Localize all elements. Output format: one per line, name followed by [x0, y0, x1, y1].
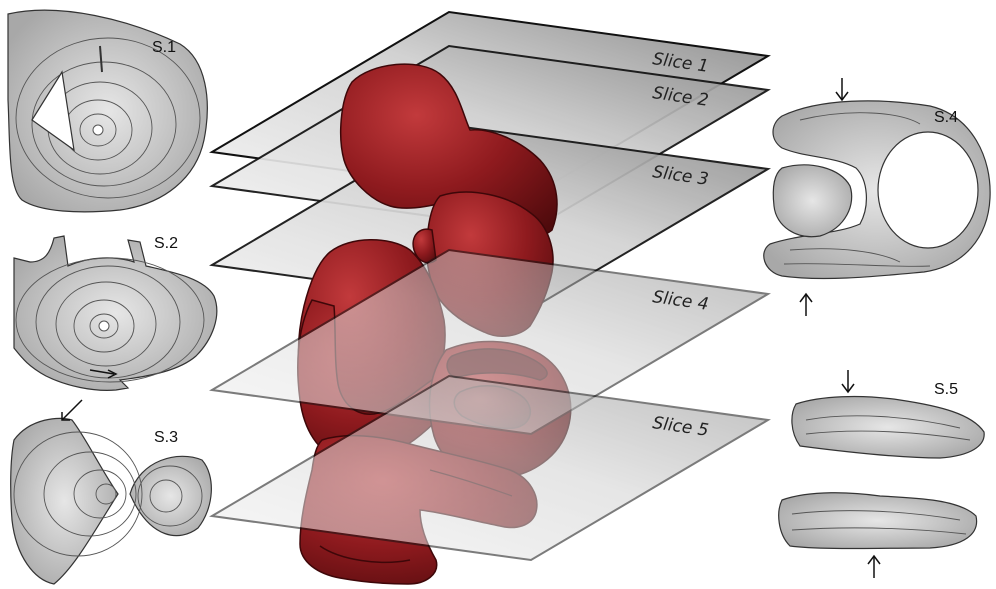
section-s1: S.1 [8, 10, 207, 212]
section-s3-label: S.3 [154, 429, 178, 446]
slice-planes-lower: Slice 4 Slice 5 [212, 250, 768, 560]
section-s4-label: S.4 [934, 109, 958, 126]
section-s3: S.3 [11, 400, 212, 584]
section-s1-label: S.1 [152, 39, 176, 56]
section-s2-label: S.2 [154, 235, 178, 252]
slice-plane-5: Slice 5 [212, 376, 768, 560]
section-s4: S.4 [764, 78, 990, 316]
section-s2: S.2 [14, 235, 217, 390]
section-s5-top: S.5 [792, 370, 984, 458]
section-s5-bottom [779, 493, 977, 578]
section-s5-label: S.5 [934, 381, 958, 398]
